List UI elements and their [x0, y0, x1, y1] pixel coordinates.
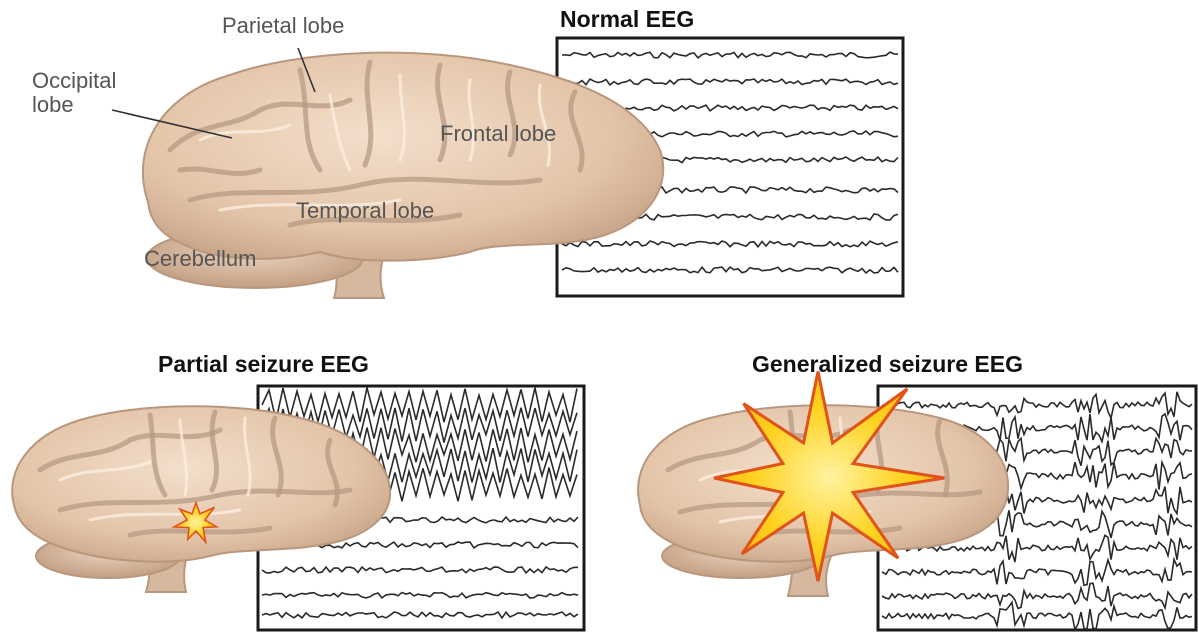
cerebellum-label: Cerebellum — [144, 246, 257, 271]
parietal-lobe-label: Parietal lobe — [222, 13, 344, 38]
occipital-lobe-label-line1: Occipital — [32, 68, 116, 93]
normal-eeg-title: Normal EEG — [560, 6, 694, 32]
generalized-seizure-eeg-title: Generalized seizure EEG — [752, 351, 1023, 377]
occipital-lobe-label-line2: lobe — [32, 92, 74, 117]
partial-seizure-eeg-title: Partial seizure EEG — [158, 351, 369, 377]
temporal-lobe-label: Temporal lobe — [296, 198, 434, 223]
frontal-lobe-label: Frontal lobe — [440, 121, 556, 146]
